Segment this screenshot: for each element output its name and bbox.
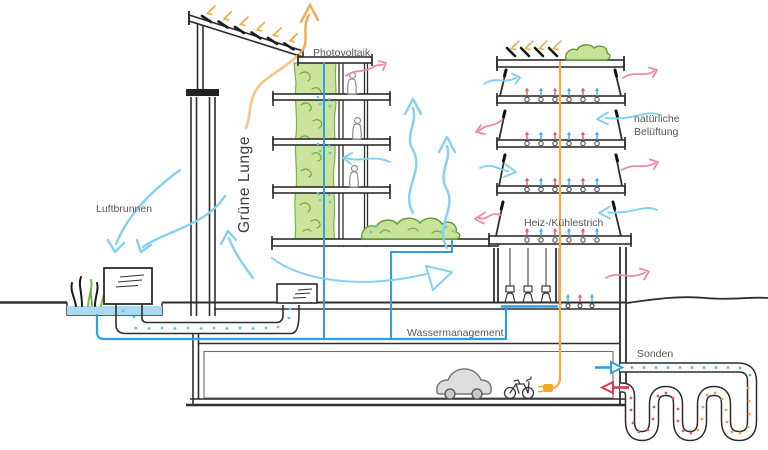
- floor-radiant-arrows: [525, 87, 599, 302]
- energy-line-right: [538, 60, 562, 393]
- terrace-irrigation-line: [390, 240, 453, 340]
- probe-cold-dots: [630, 366, 752, 377]
- photovoltaik-label: Photovoltaik: [313, 47, 371, 59]
- ev-plug-icon: [543, 384, 553, 392]
- terrace-slab: [271, 238, 499, 247]
- atrium-updraft-arrow: [441, 144, 451, 250]
- sonden-label: Sonden: [637, 348, 673, 360]
- toilet-icon: [522, 248, 534, 303]
- cross-flow-arrow: [271, 257, 427, 283]
- bicycle-icon: [503, 376, 535, 400]
- green-lung-foliage: [299, 71, 323, 232]
- green-lung-wall: [293, 62, 337, 240]
- air-well-louvers: [115, 274, 145, 288]
- parking-hall: [203, 350, 614, 399]
- heiz-kuehlestrich-label: Heiz-/Kühlestrich: [524, 217, 604, 229]
- pv-to-plug-line: [551, 60, 562, 390]
- pond-water: [67, 306, 162, 315]
- pv-roof-left: [188, 13, 304, 59]
- intake-duct-outer: [115, 303, 300, 335]
- left-tower: [271, 54, 499, 250]
- solar-chimney: [186, 11, 304, 316]
- sprinkler-dots: [316, 95, 455, 234]
- basement: [186, 247, 627, 407]
- toilet-icon: [504, 248, 516, 303]
- duct-airflow-dots: [121, 307, 292, 330]
- main-water-line: [95, 313, 507, 341]
- car-icon: [436, 368, 492, 400]
- solar-panel-strokes-right: [505, 40, 562, 58]
- grass-icon: [70, 276, 106, 307]
- pv-energy-line: [244, 55, 298, 130]
- probe-warm-dots: [624, 386, 693, 435]
- sun-ray-arrows-right: [510, 40, 562, 51]
- updraft-orange-arrow: [295, 13, 311, 58]
- air-intake-arrow: [114, 168, 182, 246]
- air-well: [103, 267, 318, 335]
- geothermal-probes: [595, 360, 758, 442]
- atrium-updraft-arrow: [407, 106, 418, 215]
- natural-ventilation-label-line2: Belüftung: [634, 126, 679, 138]
- sun-ray-arrows-left: [205, 5, 299, 43]
- probe-tube-outline: [616, 362, 758, 442]
- intake-louvers: [292, 288, 313, 299]
- chimney-base: [186, 89, 219, 96]
- solar-panel-strokes-left: [200, 5, 299, 51]
- probe-supply-arrow: [595, 360, 625, 375]
- ground-slab: [214, 301, 626, 310]
- intake-duct-inner: [141, 303, 284, 324]
- probe-tempered-dots: [696, 386, 751, 435]
- natural-vent-arrow: [605, 112, 661, 120]
- person-icon: [347, 71, 357, 95]
- water-lines: [95, 62, 559, 341]
- wassermanagement-label: Wassermanagement: [407, 327, 504, 339]
- terrain: [0, 296, 768, 316]
- person-icon: [352, 116, 362, 140]
- energy-flow-orange-left: [244, 2, 320, 130]
- green-lung-label: Grüne Lunge: [236, 136, 253, 233]
- natural-ventilation-label-line1: natürliche: [634, 113, 680, 125]
- airflow-arrows-blue: [106, 72, 661, 291]
- toilet-icon: [540, 248, 552, 303]
- exhaust-arrows-red: [345, 60, 659, 281]
- roof-greenery: [564, 44, 611, 61]
- probe-return-arrow: [599, 380, 629, 395]
- person-icon: [349, 164, 359, 188]
- slab-vent-holes: [524, 96, 600, 309]
- luftbrunnen-label: Luftbrunnen: [96, 203, 152, 215]
